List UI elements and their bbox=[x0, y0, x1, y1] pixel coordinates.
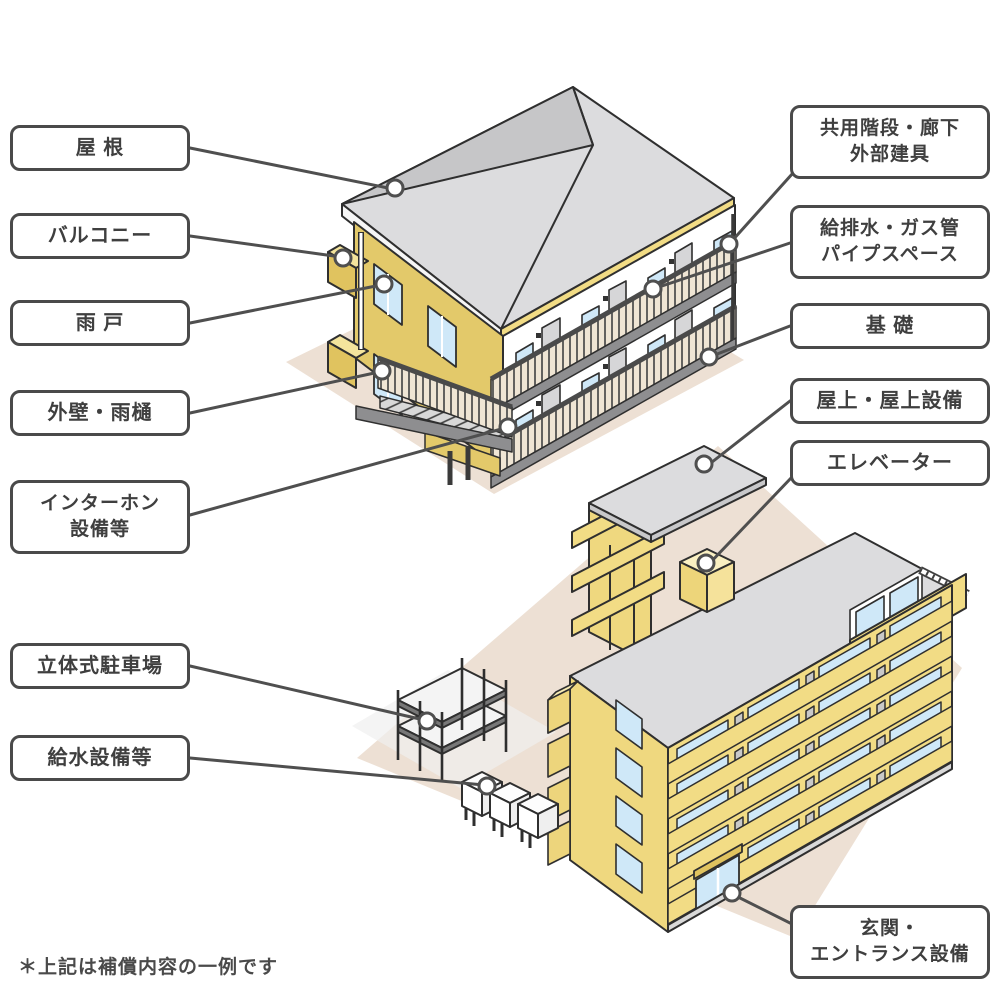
callout-line-balcony bbox=[188, 234, 343, 259]
label-plumbing-line1: 給排水・ガス管 bbox=[819, 218, 960, 240]
label-plumbing: 給排水・ガス管 パイプスペース bbox=[790, 205, 990, 279]
label-foundation: 基 礎 bbox=[790, 303, 990, 349]
callout-lines bbox=[188, 146, 802, 930]
label-parking: 立体式駐車場 bbox=[10, 643, 190, 689]
dot-intercom bbox=[498, 417, 518, 437]
dot-rooftop bbox=[694, 454, 714, 474]
label-entrance-line2: エントランス設備 bbox=[810, 944, 970, 965]
stair-landing bbox=[355, 405, 513, 453]
footnote: ＊上記は補償内容の一例です bbox=[18, 957, 279, 978]
label-exterior-wall-gutter: 外壁・雨樋 bbox=[10, 390, 190, 436]
label-plumbing-line2: パイプスペース bbox=[821, 244, 959, 265]
tower-balcony-slab bbox=[571, 527, 665, 593]
balcony-front bbox=[327, 341, 357, 389]
roof-ridge bbox=[572, 86, 594, 146]
dot-storm-shutter bbox=[374, 274, 394, 294]
dot-foundation bbox=[699, 347, 719, 367]
dot-entrance bbox=[722, 883, 742, 903]
label-storm-shutter: 雨 戸 bbox=[10, 300, 190, 346]
lower-corridor-railing bbox=[489, 303, 738, 489]
dot-parking bbox=[417, 711, 437, 731]
label-water-supply-text: 給水設備等 bbox=[47, 746, 153, 769]
label-foundation-text: 基 礎 bbox=[865, 314, 915, 337]
label-parking-text: 立体式駐車場 bbox=[37, 654, 163, 677]
label-entrance-line1: 玄関・ bbox=[859, 918, 920, 940]
label-common-stairs-line1: 共用階段・廊下 bbox=[819, 118, 960, 140]
tower-roof-fascia bbox=[650, 477, 767, 543]
label-common-stairs: 共用階段・廊下 外部建具 bbox=[790, 105, 990, 179]
dot-common-stairs bbox=[719, 234, 739, 254]
label-roof-text: 屋 根 bbox=[75, 136, 125, 159]
label-rooftop: 屋上・屋上設備 bbox=[790, 378, 990, 424]
label-balcony-text: バルコニー bbox=[47, 224, 153, 247]
label-entrance: 玄関・ エントランス設備 bbox=[790, 905, 990, 979]
roof-hip-edge bbox=[500, 144, 594, 330]
callout-line-parking bbox=[188, 664, 426, 722]
dot-balcony bbox=[333, 248, 353, 268]
tower-balcony-slab bbox=[571, 571, 665, 637]
entrance-canopy bbox=[693, 843, 743, 880]
callout-line-foundation bbox=[710, 324, 792, 358]
callout-line-roof bbox=[188, 146, 395, 191]
callout-line-exterior-wall bbox=[188, 370, 381, 415]
label-balcony: バルコニー bbox=[10, 213, 190, 259]
label-intercom-line1: インターホン bbox=[39, 493, 160, 515]
left-wall-windows bbox=[615, 699, 643, 894]
dot-roof bbox=[385, 178, 405, 198]
label-elevator-text: エレベーター bbox=[827, 451, 953, 474]
dot-water-supply bbox=[477, 776, 497, 796]
label-common-stairs-line2: 外部建具 bbox=[849, 144, 930, 165]
callout-line-entrance bbox=[732, 893, 802, 930]
dot-exterior-wall bbox=[372, 361, 392, 381]
balcony-floors bbox=[667, 596, 953, 925]
callout-line-storm-shutter bbox=[188, 283, 383, 325]
label-intercom: インターホン 設備等 bbox=[10, 480, 190, 554]
water-supply-tanks bbox=[461, 771, 559, 848]
label-water-supply: 給水設備等 bbox=[10, 735, 190, 781]
label-exterior-wall-gutter-text: 外壁・雨樋 bbox=[47, 401, 153, 424]
callout-line-water-supply bbox=[188, 756, 486, 787]
external-staircase bbox=[355, 355, 513, 485]
callout-dots bbox=[333, 178, 742, 903]
elevator-shaft bbox=[679, 548, 735, 613]
label-roof: 屋 根 bbox=[10, 125, 190, 171]
callout-line-intercom bbox=[188, 426, 507, 517]
label-elevator: エレベーター bbox=[790, 440, 990, 486]
label-intercom-line2: 設備等 bbox=[69, 519, 130, 540]
entrance bbox=[693, 843, 743, 915]
label-rooftop-text: 屋上・屋上設備 bbox=[816, 389, 964, 412]
callout-line-elevator bbox=[706, 475, 794, 567]
dot-plumbing bbox=[643, 279, 663, 299]
callout-line-plumbing bbox=[654, 241, 792, 290]
stair-side-wall bbox=[424, 431, 501, 477]
label-storm-shutter-text: 雨 戸 bbox=[75, 311, 125, 334]
rear-tower bbox=[571, 445, 767, 665]
dot-elevator bbox=[696, 553, 716, 573]
left-edge-balconies bbox=[547, 680, 579, 866]
callout-line-rooftop bbox=[705, 399, 792, 468]
callout-line-common-stairs bbox=[729, 171, 795, 244]
